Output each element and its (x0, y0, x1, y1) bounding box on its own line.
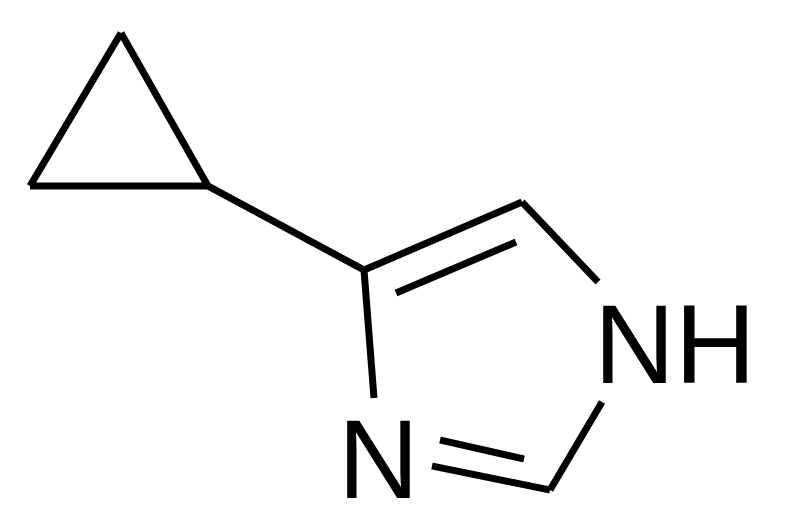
bond-cyclopropyl-imidazole (206, 182, 366, 274)
imidazole-ring (360, 198, 606, 494)
bond-c5-nh (519, 199, 601, 285)
bond-c4-c5-inner (394, 238, 518, 297)
atom-label-n: N (338, 397, 419, 522)
bond-nh-c2 (546, 400, 606, 492)
cyclopropyl-ring (26, 31, 212, 190)
bond-n-c4 (360, 269, 378, 399)
bond-c2-n-inner (439, 436, 525, 463)
atom-label-nh: NH (594, 282, 756, 407)
bond-cyclopropyl-right (117, 31, 212, 188)
bond-c2-n (431, 462, 551, 494)
bond-c4-c5 (362, 198, 524, 274)
bond-cyclopropyl-left (26, 31, 125, 188)
